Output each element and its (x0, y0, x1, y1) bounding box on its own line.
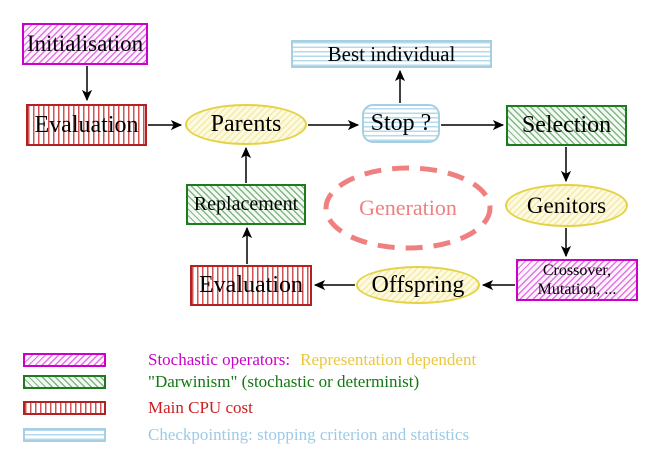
evaluation-top-label: Evaluation (34, 111, 139, 138)
legend-label-darwinism: "Darwinism" (stochastic or determinist) (148, 372, 420, 391)
replacement-box: Replacement (186, 184, 306, 225)
legend-swatch-magenta-hatch (23, 353, 106, 367)
legend-row-cpu-cost: Main CPU cost (23, 398, 253, 418)
selection-box: Selection (506, 105, 627, 146)
crossover-label-line1: Crossover, (542, 261, 612, 279)
best-individual-label: Best individual (327, 41, 456, 66)
stop-label: Stop ? (370, 110, 432, 136)
genitors-label: Genitors (526, 192, 607, 218)
stop-box: Stop ? (362, 104, 440, 143)
offspring-ellipse: Offspring (356, 266, 480, 304)
legend-label-representation-text: Representation dependent (300, 350, 477, 369)
selection-label: Selection (521, 112, 612, 138)
crossover-label-line2: Mutation, ... (537, 281, 617, 298)
legend-label-cpu-cost: Main CPU cost (148, 398, 253, 417)
legend-row-checkpointing: Checkpointing: stopping criterion and st… (23, 425, 469, 445)
evaluation-bottom-box: Evaluation (190, 265, 312, 306)
generation-label: Generation (326, 168, 490, 248)
evaluation-bottom-label: Evaluation (199, 272, 303, 298)
legend-swatch-red-stripes (23, 401, 106, 415)
generation-text: Generation (359, 195, 457, 220)
legend-row-darwinism: "Darwinism" (stochastic or determinist) (23, 372, 419, 392)
replacement-label: Replacement (193, 193, 299, 215)
legend-row-stochastic-operators: Stochastic operators: Representation depe… (23, 350, 476, 370)
legend-swatch-cyan-stripes (23, 428, 106, 442)
legend-label-stochastic-text: Stochastic operators: (148, 350, 291, 369)
parents-label: Parents (210, 111, 282, 137)
crossover-mutation-box: Crossover, Mutation, ... (516, 259, 638, 301)
evaluation-top-box: Evaluation (26, 104, 147, 146)
legend-label-checkpointing: Checkpointing: stopping criterion and st… (148, 425, 470, 444)
best-individual-box: Best individual (291, 40, 492, 68)
initialisation-label: Initialisation (26, 31, 144, 56)
generation-loop-ellipse (323, 165, 493, 251)
initialisation-box: Initialisation (22, 23, 148, 65)
legend-swatch-green-hatch (23, 375, 106, 389)
parents-ellipse: Parents (185, 104, 307, 145)
offspring-label: Offspring (371, 271, 465, 298)
legend-label-stochastic: Stochastic operators: Representation depe… (148, 350, 476, 370)
genitors-ellipse: Genitors (505, 184, 628, 227)
